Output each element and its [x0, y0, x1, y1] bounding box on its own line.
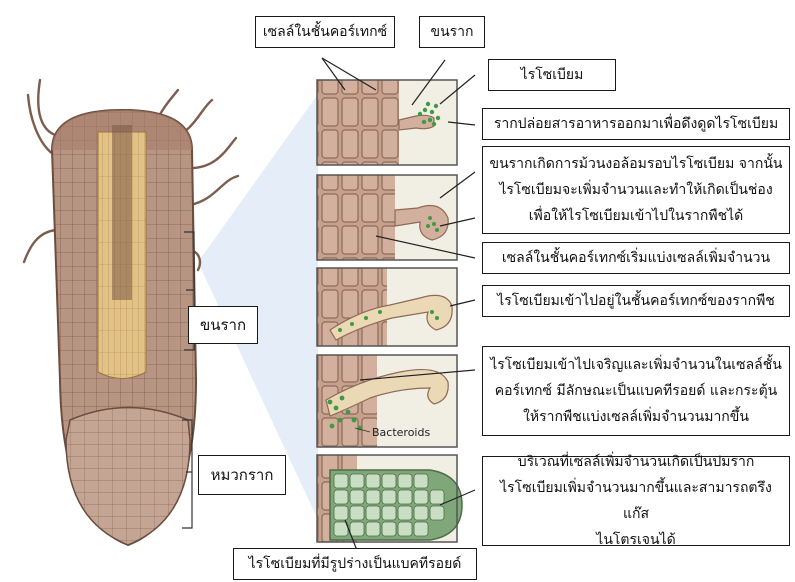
label-step-1: รากปล่อยสารอาหารออกมาเพื่อดึงดูดไรโซเบีย… [482, 108, 790, 140]
label-bacteroid-shape: ไรโซเบียมที่มีรูปร่างเป็นแบคทีรอยด์ [233, 548, 477, 580]
step-2-line-2: ไรโซเบียมจะเพิ่มจำนวนและทำให้เกิดเป็นช่อ… [499, 177, 772, 203]
step-2-line-1: ขนรากเกิดการม้วนงอล้อมรอบไรโซเบียม จากนั… [490, 151, 783, 177]
label-step-2: ขนรากเกิดการม้วนงอล้อมรอบไรโซเบียม จากนั… [482, 146, 790, 234]
step-4-line-3: ให้รากพืชแบ่งเซลล์เพิ่มจำนวนมากขึ้น [523, 404, 749, 430]
panel-3-drawing [317, 268, 457, 346]
label-step-3: ไรโซเบียมเข้าไปอยู่ในชั้นคอร์เทกซ์ของราก… [482, 285, 790, 317]
label-bacteroids: Bacteroids [372, 426, 430, 439]
label-root-cap: หมวกราก [198, 455, 286, 495]
panel-2-drawing [317, 175, 457, 260]
label-root-hair-top: ขนราก [419, 16, 485, 48]
panel-5-drawing [317, 455, 462, 542]
label-rhizobium: ไรโซเบียม [488, 59, 616, 91]
label-step-2b: เซลล์ในชั้นคอร์เทกซ์เริ่มแบ่งเซลล์เพิ่มจ… [482, 242, 790, 274]
step-5-line-1: บริเวณที่เซลล์เพิ่มจำนวนเกิดเป็นปมราก [518, 449, 755, 475]
label-cortex-cells: เซลล์ในชั้นคอร์เทกซ์ [255, 16, 395, 48]
label-step-4: ไรโซเบียมเข้าไปเจริญและเพิ่มจำนวนในเซลล์… [482, 346, 790, 436]
step-5-line-2: ไรโซเบียมเพิ่มจำนวนมากขึ้นและสามารถตรึงแ… [489, 475, 783, 527]
panel-1-drawing [317, 80, 457, 165]
label-root-hair-side: ขนราก [188, 306, 258, 344]
step-2-line-3: เพื่อให้ไรโซเบียมเข้าไปในรากพืชได้ [529, 203, 743, 229]
step-5-line-3: ไนโตรเจนได้ [596, 527, 675, 553]
step-4-line-1: ไรโซเบียมเข้าไปเจริญและเพิ่มจำนวนในเซลล์… [490, 352, 782, 378]
step-4-line-2: คอร์เทกซ์ มีลักษณะเป็นแบคทีรอยด์ และกระต… [495, 378, 777, 404]
label-step-5: บริเวณที่เซลล์เพิ่มจำนวนเกิดเป็นปมราก ไร… [482, 456, 790, 546]
root-cap [66, 408, 190, 546]
